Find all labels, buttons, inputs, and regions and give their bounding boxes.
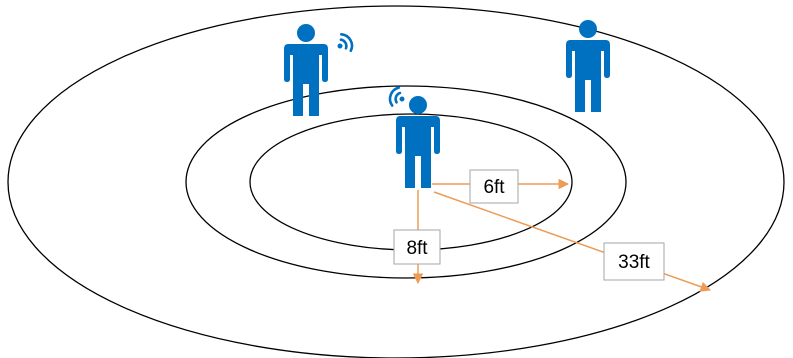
distance-label-outer: 33ft [603,242,665,281]
wifi-signal-icon-center [388,86,405,107]
arrow-outer [433,191,711,292]
distance-label-middle: 8ft [393,229,441,265]
wifi-signal-icon-left [337,32,354,53]
person-icon-center [396,96,440,188]
distance-text-middle: 8ft [406,238,428,259]
person-icon-left [284,24,328,116]
outer-ring [7,5,785,358]
distance-text-inner: 6ft [483,177,505,198]
distance-text-outer: 33ft [618,252,650,273]
middle-ring [185,85,627,279]
distance-label-inner: 6ft [469,169,519,204]
